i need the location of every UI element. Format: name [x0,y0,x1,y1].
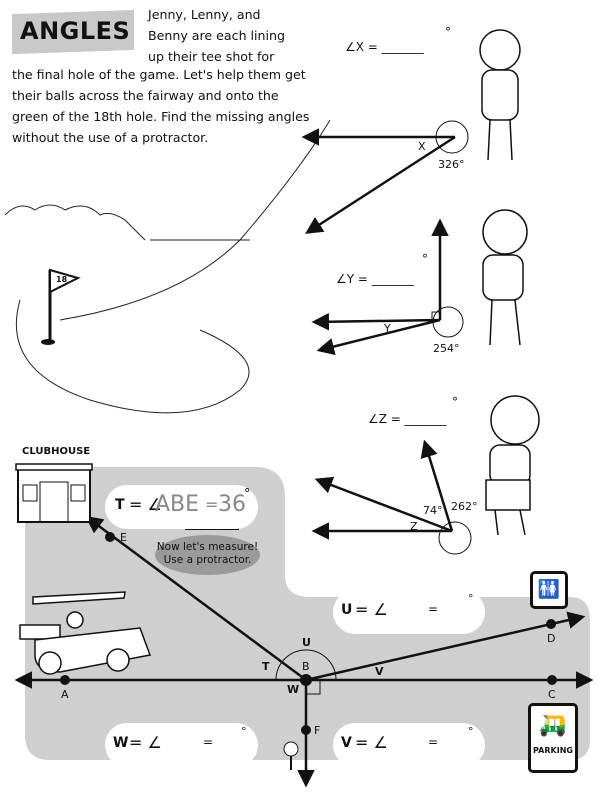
point-e-label: E [120,531,127,544]
point-c-label: C [548,688,556,701]
answer-w-equals: = [203,735,214,749]
point-b-label: B [302,660,310,673]
angle-z-given-b: 262° [451,500,478,513]
angle-v-label: V [375,665,384,678]
fairway-line [59,119,331,321]
answer-u-equals: = [428,602,439,616]
answer-v-equals: = [428,735,439,749]
answer-w-letter: W [113,735,129,751]
point-a-label: A [61,688,69,701]
measure-bubble: Now let's measure! Use a protractor. [155,535,260,575]
intro-text-first: Jenny, Lenny, and Benny are each lining … [148,7,286,64]
answer-u-angle-symbol: = ∠ [355,600,388,619]
example-letter: T [115,497,125,513]
flag-icon [41,268,81,345]
parking-sign: 🛺 PARKING [528,703,578,773]
angle-t-label: T [262,660,270,673]
angle-x-prompt: ∠X = _______ [345,40,424,54]
angle-z-diagram [311,439,472,555]
example-angle-symbol: = ∠ [129,495,162,514]
angle-x-given: 326° [438,158,465,171]
angle-y-given: 254° [433,342,460,355]
example-equals: = [205,495,219,514]
answer-w-degree: ° [241,725,247,738]
restroom-sign-icon: 🚻 [530,571,568,609]
example-answer-box: T = ∠ ABE = 36 ° [105,485,258,529]
answer-u-degree: ° [468,592,474,605]
angle-w-label: W [287,683,300,696]
golfer-jenny-illustration [479,29,521,161]
angle-geometry [14,515,594,788]
answer-v-degree: ° [468,725,474,738]
example-value: 36 [218,492,246,517]
answer-v-letter: V [341,735,352,751]
answer-box-v[interactable]: V = ∠ = ° [333,723,485,767]
clubhouse-icon [15,463,93,523]
page-title: ANGLES [20,17,131,45]
answer-u-letter: U [341,602,353,618]
angle-z-given-a: 74° [423,504,443,517]
angle-z-label: Z [410,520,418,533]
golfer-benny-illustration [485,395,540,536]
angle-x-diagram [301,120,469,234]
golf-cart-parking-icon: 🛺 [539,713,567,738]
answer-w-angle-symbol: = ∠ [129,733,162,752]
angle-y-label: Y [384,322,391,335]
answer-v-angle-symbol: = ∠ [355,733,388,752]
golfer-lenny-illustration [482,209,528,346]
trees [4,204,146,241]
angle-u-label: U [302,636,311,649]
golf-cart-icon [19,591,152,675]
angle-z-degree: ° [452,395,458,409]
parking-label: PARKING [533,746,573,755]
example-degree: ° [244,487,251,502]
angle-y-degree: ° [422,252,428,266]
angle-x-degree: ° [445,25,451,39]
point-f-label: F [314,724,321,737]
point-d-label: D [547,632,556,645]
clubhouse-label: CLUBHOUSE [22,446,91,457]
green-outline [15,299,250,414]
flag-number: 18 [56,275,68,284]
example-angle-name: ABE [155,492,200,517]
answer-box-w[interactable]: W = ∠ = ° [105,723,258,767]
angle-y-prompt: ∠Y = _______ [336,272,414,286]
angle-y-diagram [311,218,464,356]
answer-box-u[interactable]: U = ∠ = ° [333,590,485,634]
angle-x-label: X [418,140,426,153]
angle-z-prompt: ∠Z = _______ [368,412,447,426]
golf-ball-tee-icon [283,741,299,770]
intro-text-rest: the final hole of the game. Let's help t… [12,67,310,145]
